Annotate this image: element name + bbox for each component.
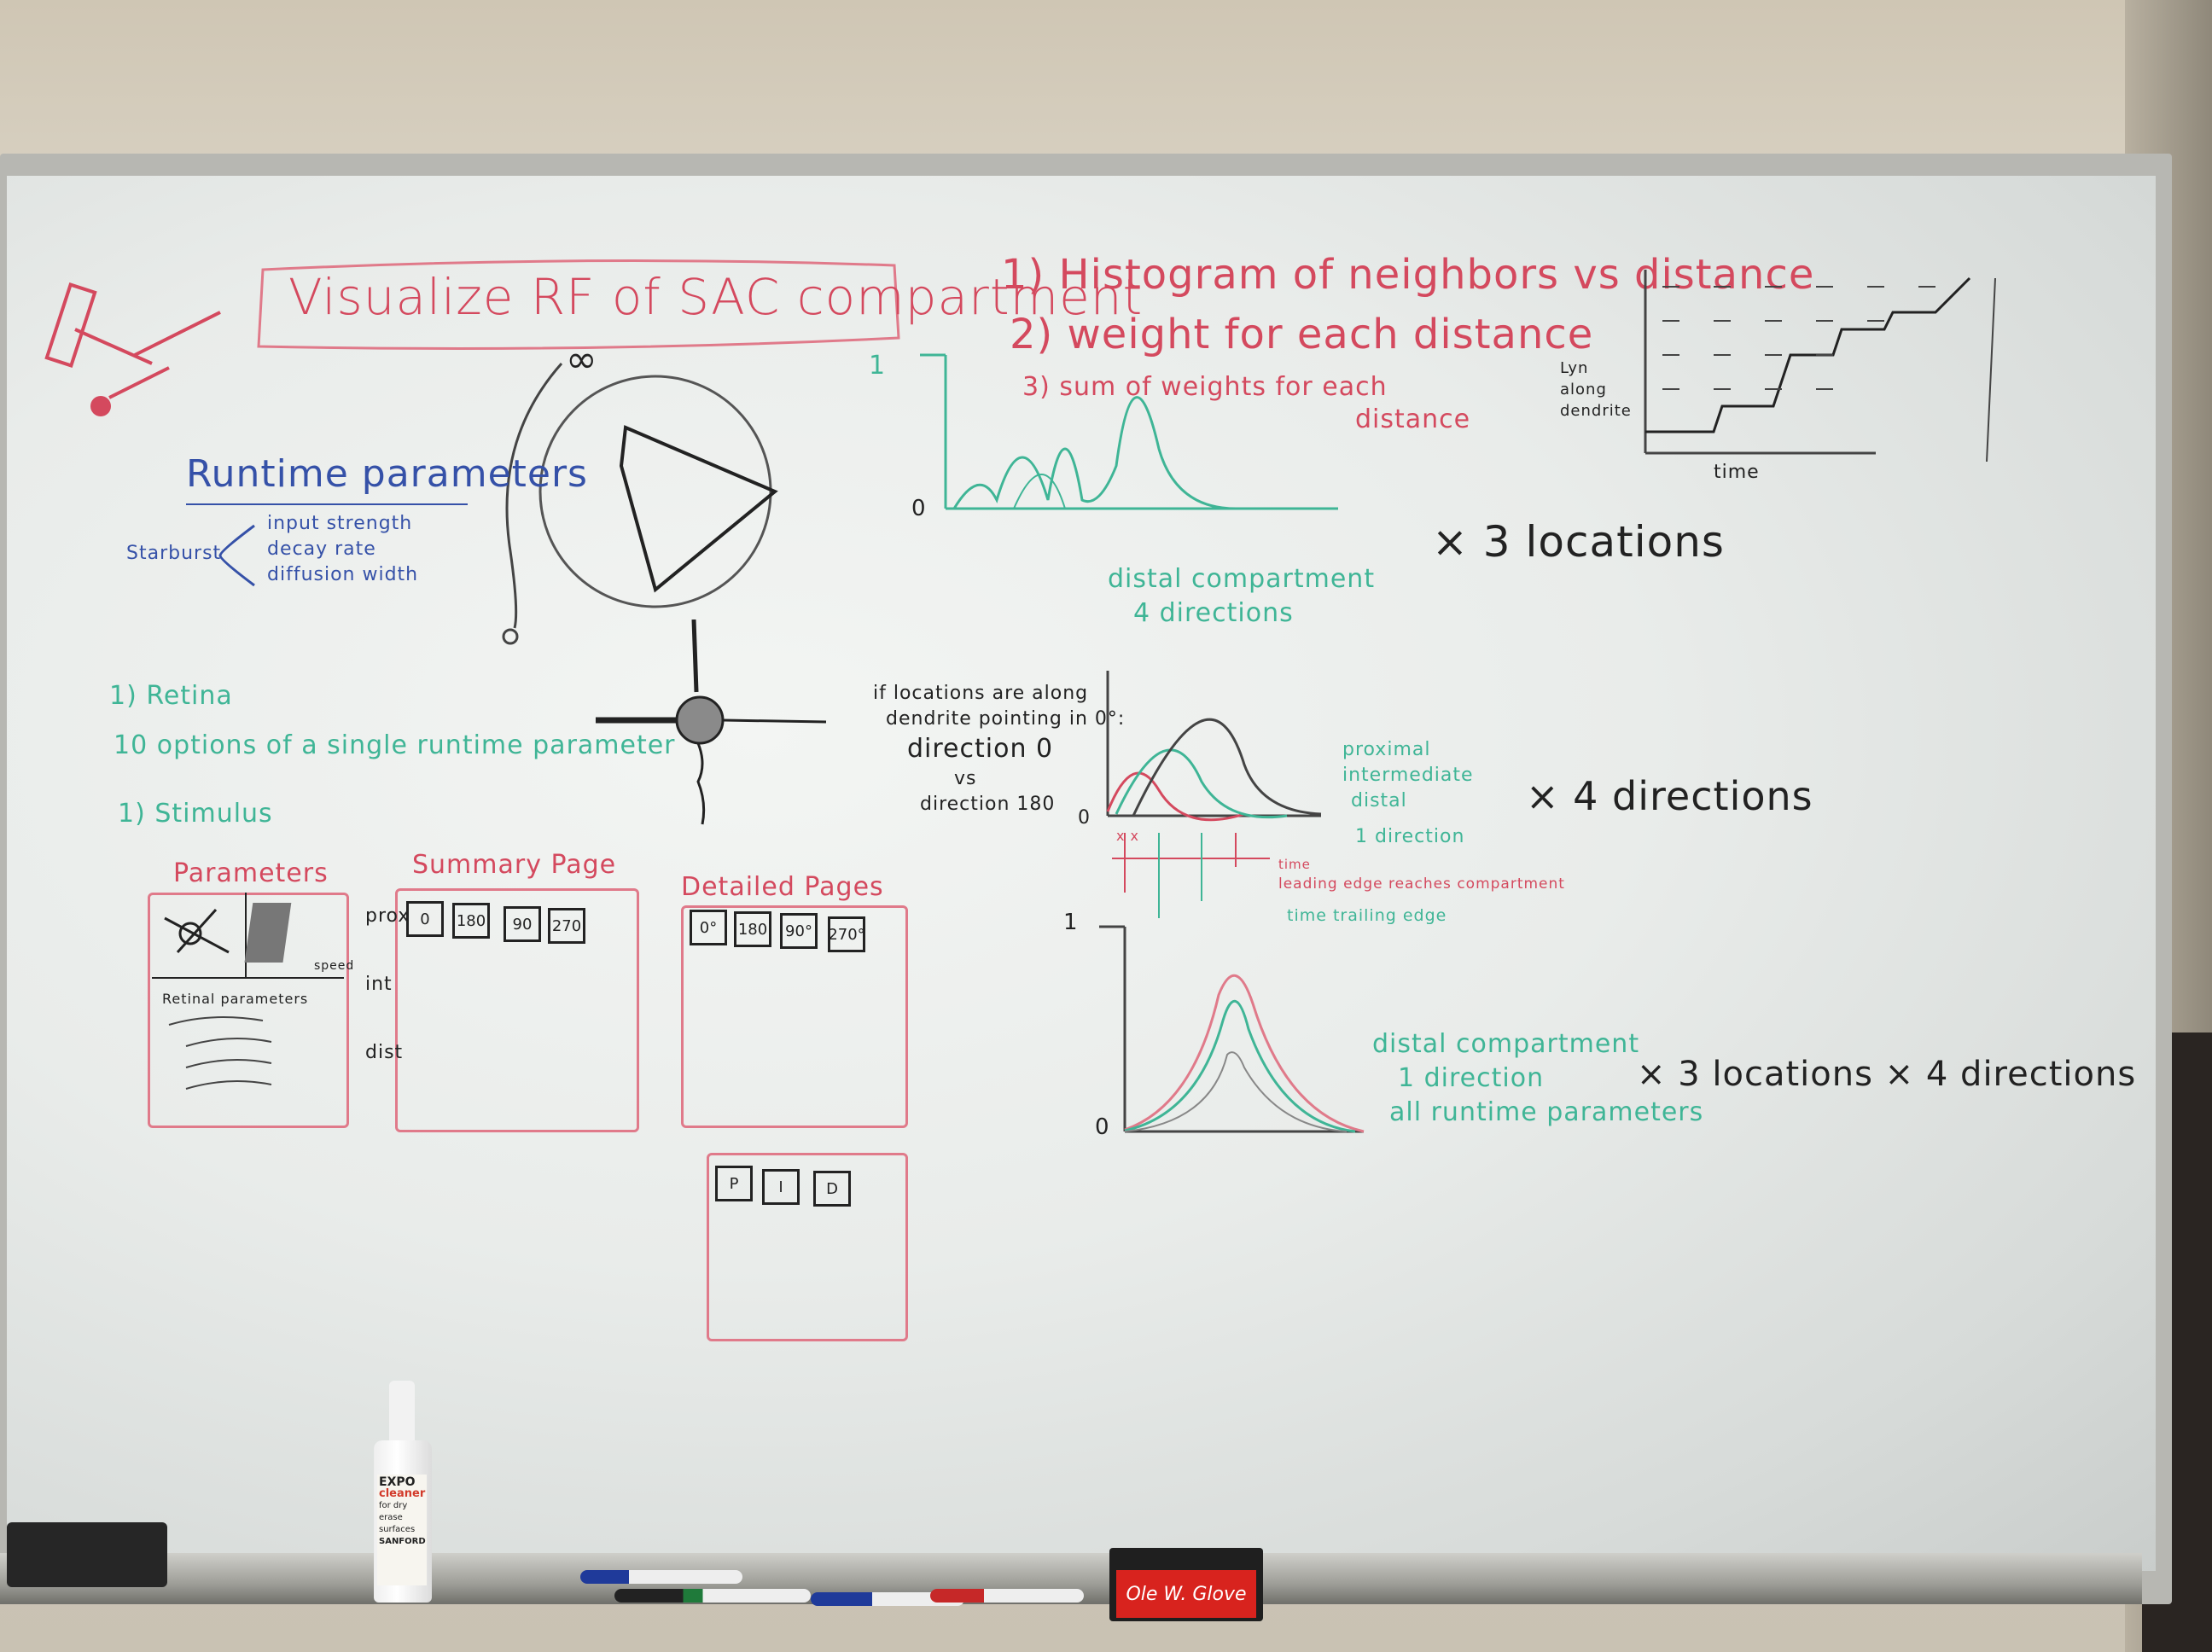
cleaner-spray-bottle[interactable]: EXPO cleaner for dry erase surfaces SANF…: [370, 1381, 435, 1603]
spray-subtext: for dry erase surfaces: [379, 1501, 416, 1534]
runtime-underline: [186, 503, 468, 505]
detailed-box-180: 180: [734, 911, 771, 947]
title-box: [257, 259, 900, 350]
runtime-parameters-heading: Runtime parameters: [186, 452, 588, 496]
middle-plot-ticks: x x: [1116, 828, 1140, 844]
electrode-sketch: [44, 282, 221, 416]
eraser-left[interactable]: [7, 1522, 167, 1587]
starburst-label: Starburst: [126, 543, 222, 564]
detailed-card: [681, 905, 908, 1128]
parameters-card-speed: speed: [314, 959, 355, 973]
middle-note-leading: leading edge reaches compartment: [1278, 875, 1565, 893]
spray-maker: SANFORD: [379, 1537, 426, 1546]
direction-note-3: direction 0: [907, 734, 1054, 764]
red-marker[interactable]: [930, 1589, 1084, 1603]
parameters-card-title: Parameters: [173, 858, 329, 888]
middle-plot-zero: 0: [1078, 807, 1091, 829]
time-plot-xlabel: time: [1714, 462, 1760, 483]
middle-plot: [1106, 671, 1322, 918]
summary-box-0: 0: [406, 901, 444, 937]
step-1: 1) Histogram of neighbors vs distance: [1001, 251, 1815, 299]
blue-marker-2[interactable]: [811, 1592, 964, 1606]
direction-note-1: if locations are along: [873, 683, 1089, 704]
bottom-caption-2: 1 direction: [1398, 1063, 1545, 1093]
middle-note-time: time: [1278, 857, 1311, 872]
histogram-plot: [920, 353, 1338, 510]
parameters-card-sublabel: Retinal parameters: [162, 991, 309, 1007]
pid-box-i: I: [762, 1169, 800, 1205]
time-plot-ylabel-2: along: [1560, 381, 1607, 398]
spray-cap: [389, 1381, 415, 1445]
retina-heading: 1) Retina: [109, 681, 233, 711]
bottom-axis-zero: 0: [1095, 1114, 1110, 1140]
bottom-caption-3: all runtime parameters: [1389, 1097, 1704, 1127]
parameters-card: [148, 893, 349, 1128]
param-input-strength: input strength: [267, 513, 413, 534]
middle-multiplier: × 4 directions: [1526, 773, 1813, 819]
middle-legend-proximal: proximal: [1342, 739, 1431, 760]
step-2: 2) weight for each distance: [1010, 311, 1594, 358]
summary-box-180: 180: [452, 903, 490, 939]
infinity-label: ∞: [566, 338, 598, 381]
step-3: 3) sum of weights for each: [1022, 372, 1388, 402]
eraser-brand: Ole W. Glove: [1116, 1570, 1256, 1618]
bottom-plot: [1099, 925, 1365, 1133]
spray-cleaner-text: cleaner: [379, 1487, 426, 1500]
whiteboard: Visualize RF of SAC compartment 1) Histo…: [7, 176, 2156, 1571]
summary-row-prox: prox: [365, 905, 410, 927]
spray-brand: EXPO: [379, 1475, 416, 1489]
direction-note-4: vs: [954, 768, 977, 789]
green-marker[interactable]: [614, 1589, 811, 1603]
middle-legend-distal: distal: [1351, 790, 1407, 811]
starburst-circle-diagram: [502, 363, 778, 645]
pid-card: [707, 1153, 908, 1341]
bottom-caption-1: distal compartment: [1372, 1029, 1640, 1059]
param-decay-rate: decay rate: [267, 538, 376, 560]
detailed-box-0: 0°: [690, 910, 727, 945]
blue-marker[interactable]: [580, 1570, 742, 1584]
parameters-card-sketch: [152, 893, 344, 1090]
options-line: 10 options of a single runtime parameter: [114, 730, 676, 760]
time-plot-ylabel-1: Lyn: [1560, 359, 1589, 377]
summary-row-int: int: [365, 974, 393, 995]
hist-caption-2: 4 directions: [1133, 598, 1294, 628]
direction-note-2: dendrite pointing in 0°:: [886, 708, 1126, 730]
middle-note-trailing: time trailing edge: [1287, 906, 1447, 925]
middle-legend-direction: 1 direction: [1355, 826, 1465, 847]
detailed-card-title: Detailed Pages: [681, 872, 884, 902]
direction-note-5: direction 180: [920, 794, 1056, 815]
stimulus-heading: 1) Stimulus: [118, 799, 273, 829]
board-title: Visualize RF of SAC compartment: [288, 268, 1144, 326]
detailed-box-270: 270°: [828, 916, 865, 952]
eraser-right[interactable]: Ole W. Glove: [1109, 1548, 1263, 1621]
step-3-continued: distance: [1355, 404, 1471, 434]
summary-card: [395, 888, 639, 1132]
hist-axis-top: 1: [869, 351, 887, 381]
detailed-box-90: 90°: [780, 913, 818, 949]
hist-multiplier: × 3 locations: [1432, 517, 1725, 567]
neuron-sketch: [596, 620, 827, 825]
middle-legend-intermediate: intermediate: [1342, 765, 1474, 786]
summary-box-270: 270: [548, 908, 585, 944]
summary-card-title: Summary Page: [412, 850, 617, 880]
pid-box-p: P: [715, 1166, 753, 1201]
summary-box-90: 90: [504, 906, 541, 942]
param-diffusion-width: diffusion width: [267, 564, 419, 585]
summary-row-dist: dist: [365, 1042, 404, 1063]
pid-box-d: D: [813, 1171, 851, 1207]
hist-caption-1: distal compartment: [1108, 564, 1376, 594]
bottom-axis-top: 1: [1063, 910, 1079, 935]
hist-axis-zero: 0: [911, 496, 927, 521]
brace-icon: [218, 524, 255, 587]
spray-label: EXPO cleaner for dry erase surfaces SANF…: [377, 1475, 427, 1585]
time-step-plot: [1644, 270, 1996, 462]
bottom-multiplier: × 3 locations × 4 directions: [1637, 1055, 2137, 1094]
time-plot-ylabel-3: dendrite: [1560, 402, 1632, 420]
